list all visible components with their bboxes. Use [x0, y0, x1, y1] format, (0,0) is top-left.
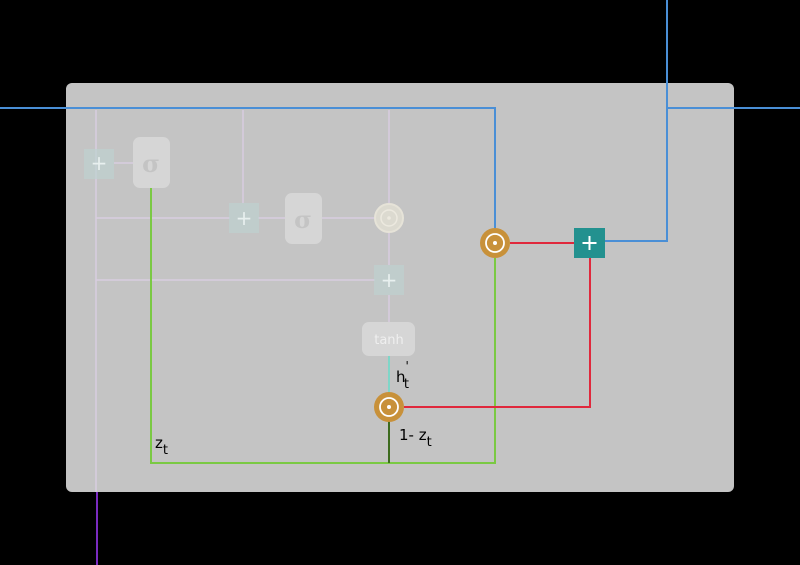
h-prime-t-label: h't — [396, 359, 409, 392]
multiply-node-top — [480, 228, 510, 258]
faded-add-node-2: + — [229, 203, 259, 233]
hidden-state-out-line — [604, 0, 668, 242]
plus-icon: + — [91, 151, 108, 175]
z-t-label: zt — [155, 434, 168, 458]
faded-multiply-node — [374, 203, 404, 233]
sigma-icon: σ — [142, 149, 160, 178]
faded-add-node-3: + — [374, 265, 404, 295]
faded-tanh-node: tanh — [362, 322, 415, 356]
hidden-state-in-line — [0, 107, 496, 228]
one-minus-z-label: 1- zt — [399, 426, 432, 450]
tanh-icon: tanh — [374, 333, 404, 348]
add-node — [574, 228, 605, 258]
plus-icon: + — [381, 268, 398, 292]
faded-sigmoid-node-2: σ — [285, 193, 322, 244]
plus-icon: + — [236, 206, 253, 230]
update-gate-line — [150, 188, 496, 464]
candidate-to-add-line — [404, 258, 591, 408]
faded-add-node-1: + — [84, 149, 114, 179]
multiply-node-bottom — [374, 392, 404, 422]
sigma-icon: σ — [294, 205, 312, 234]
faded-sigmoid-node-1: σ — [133, 137, 170, 188]
